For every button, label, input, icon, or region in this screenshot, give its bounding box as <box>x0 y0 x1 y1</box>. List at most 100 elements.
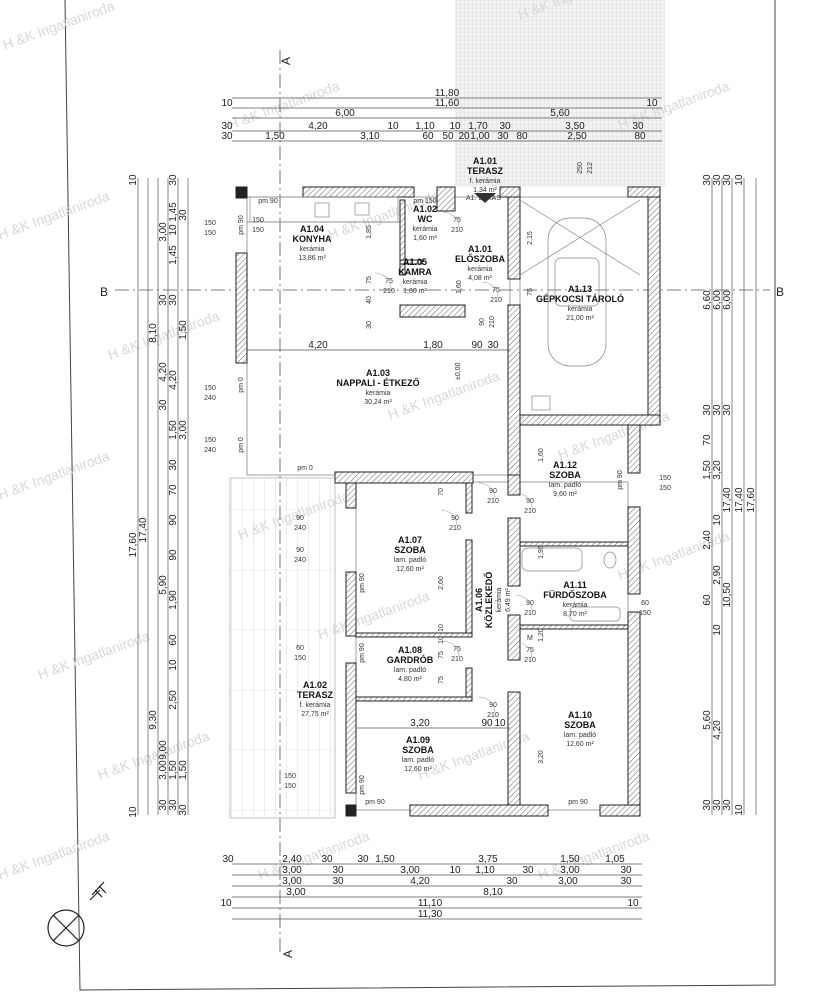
parapet-height: pm 90 <box>365 799 385 806</box>
dimension-label: 10 <box>646 98 658 109</box>
dimension-label: 11,30 <box>418 909 443 920</box>
dimension-label: 10 <box>168 224 179 236</box>
dimension-label: 30 <box>499 121 511 132</box>
room-id: A1.01 <box>473 156 497 166</box>
room-name: NAPPALI - ÉTKEZŐ <box>336 377 419 388</box>
dimension-label: 1,70 <box>468 121 488 132</box>
room-area: 21,00 m² <box>566 315 594 322</box>
dimension-label: 4,20 <box>308 340 328 351</box>
room-area: 1,34 m² <box>473 187 497 194</box>
dimension-label: 2,90 <box>712 565 723 585</box>
room-floor: kerámia <box>366 390 391 397</box>
dimension-label: 17,40 <box>722 487 733 512</box>
window-height: 150 <box>204 230 216 237</box>
dimension-label: 2,40 <box>282 854 302 865</box>
watermark-text: H &K Ingatlaniroda <box>0 828 112 883</box>
watermark-text: H &K Ingatlaniroda <box>36 628 152 683</box>
door-swing <box>515 492 533 510</box>
dimension-label: 8,10 <box>148 323 159 343</box>
door-swing <box>478 482 496 500</box>
inner-dimension: 10 <box>438 636 445 644</box>
dimension-label: 30 <box>522 865 534 876</box>
dimension-label: 30 <box>168 799 179 811</box>
dimension-label: 3,00 <box>282 865 302 876</box>
dimension-label: 20 <box>458 131 470 142</box>
dimension-label: 10 <box>168 659 179 671</box>
window-height: 240 <box>204 447 216 454</box>
dimension-label: 30 <box>222 854 234 865</box>
dimension-label: 5,90 <box>158 575 169 595</box>
dimension-label: 90 <box>168 549 179 561</box>
dimension-label: 30 <box>158 799 169 811</box>
room-name: KONYHA <box>292 234 332 244</box>
door-swing <box>442 211 460 229</box>
room-floor: kerámia <box>563 602 588 609</box>
room-area: 4,08 m² <box>468 275 492 282</box>
room-id: A1.11 <box>563 580 587 590</box>
room-floor: lam. padló <box>394 667 426 674</box>
dimension-label: 10 <box>712 624 723 636</box>
dimension-label: 1,05 <box>605 854 625 865</box>
dimension-label: 5,60 <box>702 710 713 730</box>
dimension-label: 1,45 <box>168 245 179 265</box>
dimension-label: 3,00 <box>158 760 169 780</box>
room-floor: lam. padló <box>402 757 434 764</box>
dimension-label: 60 <box>702 594 713 606</box>
room-floor: lam. padló <box>549 482 581 489</box>
room-floor: f. kerámia <box>470 178 501 185</box>
parapet-height: pm 0 <box>238 377 245 393</box>
bathtub-icon <box>521 547 583 572</box>
dimension-label: 30 <box>178 804 189 816</box>
parapet-height: pm 0 <box>297 465 313 472</box>
dimension-label: 30 <box>712 404 723 416</box>
north-arrow-icon <box>47 881 107 947</box>
dimension-label: 80 <box>634 131 646 142</box>
parapet-height: pm 150 <box>413 198 436 205</box>
window-height: 150 <box>284 783 296 790</box>
inner-dimension: 250 <box>577 162 584 174</box>
inner-dimension: 70 <box>438 488 445 496</box>
dimension-label: 90 <box>168 514 179 526</box>
room-name: KAMRA <box>398 267 432 277</box>
watermark-text: H &K Ingatlaniroda <box>536 828 652 883</box>
plot-boundary <box>64 0 776 991</box>
door-height: 210 <box>451 227 463 234</box>
room-id: A1.13 <box>568 284 592 294</box>
room-id: A1.12 <box>553 460 577 470</box>
window-height: 150 <box>294 655 306 662</box>
parapet-height: pm 90 <box>258 198 278 205</box>
room-area: 13,86 m² <box>298 255 326 262</box>
dimension-label: 9,00 <box>158 740 169 760</box>
dimension-label: 30 <box>722 799 733 811</box>
room-id: A1.02 <box>413 204 437 214</box>
dimension-label: 3,00 <box>558 876 578 887</box>
room-area: 6,49 m² <box>505 587 512 611</box>
dimension-label: 10 <box>128 174 139 186</box>
window-width: 150 <box>204 437 216 444</box>
dimension-label: 10 <box>734 174 745 186</box>
dimension-label: 80 <box>516 131 528 142</box>
room-area: 1,60 m² <box>413 235 437 242</box>
window-width: 90 <box>296 515 304 522</box>
dimension-label: 11,10 <box>418 898 443 909</box>
door-swing <box>481 281 499 299</box>
dimension-label: 4,20 <box>168 370 179 390</box>
dimension-label: 1,50 <box>178 760 189 780</box>
room-name: SZOBA <box>402 745 434 755</box>
watermark-text: H &K Ingatlaniroda <box>1 0 117 53</box>
room-id: A1.10 <box>568 710 592 720</box>
window-height: 240 <box>294 557 306 564</box>
section-b-right: B <box>776 285 784 299</box>
dimension-label: 60 <box>168 634 179 646</box>
room-name: TERASZ <box>467 166 504 176</box>
dimension-label: 6,00 <box>335 108 355 119</box>
